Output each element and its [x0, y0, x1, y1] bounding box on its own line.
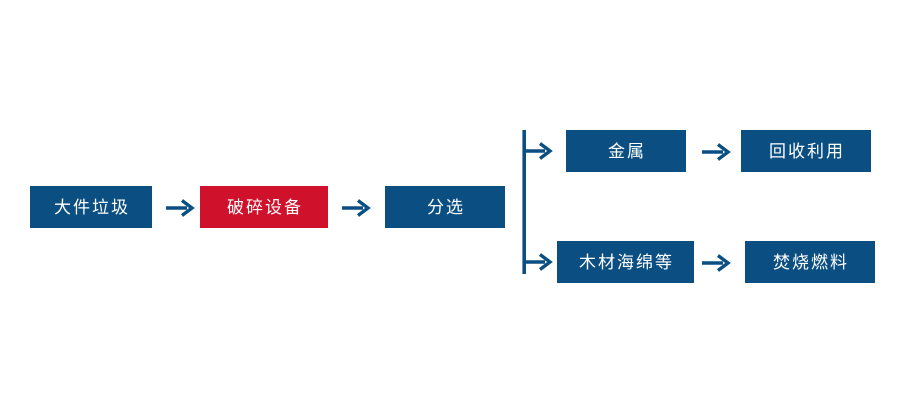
- node-metal[interactable]: 金属: [566, 130, 686, 172]
- node-label: 金属: [608, 141, 646, 161]
- node-bulky-waste[interactable]: 大件垃圾: [30, 186, 152, 228]
- node-label: 木材海绵等: [579, 252, 674, 272]
- arrow-right-icon-waste-to-crusher: [166, 199, 196, 217]
- node-label: 回收利用: [769, 141, 845, 161]
- node-incineration-fuel[interactable]: 焚烧燃料: [745, 241, 875, 283]
- arrow-right-icon-metal-to-recycling: [702, 143, 732, 161]
- node-label: 破碎设备: [227, 197, 303, 217]
- node-label: 大件垃圾: [54, 197, 130, 217]
- node-label: 分选: [427, 197, 465, 217]
- arrow-right-icon-crusher-to-sorting: [342, 199, 372, 217]
- node-sorting[interactable]: 分选: [385, 186, 505, 228]
- node-crushing-equipment[interactable]: 破碎设备: [200, 186, 328, 228]
- node-wood-sponge[interactable]: 木材海绵等: [557, 241, 694, 283]
- node-recycling[interactable]: 回收利用: [741, 130, 871, 172]
- split-bracket-connector: [520, 126, 562, 278]
- node-label: 焚烧燃料: [773, 252, 849, 272]
- arrow-right-icon-wood-to-fuel: [702, 254, 732, 272]
